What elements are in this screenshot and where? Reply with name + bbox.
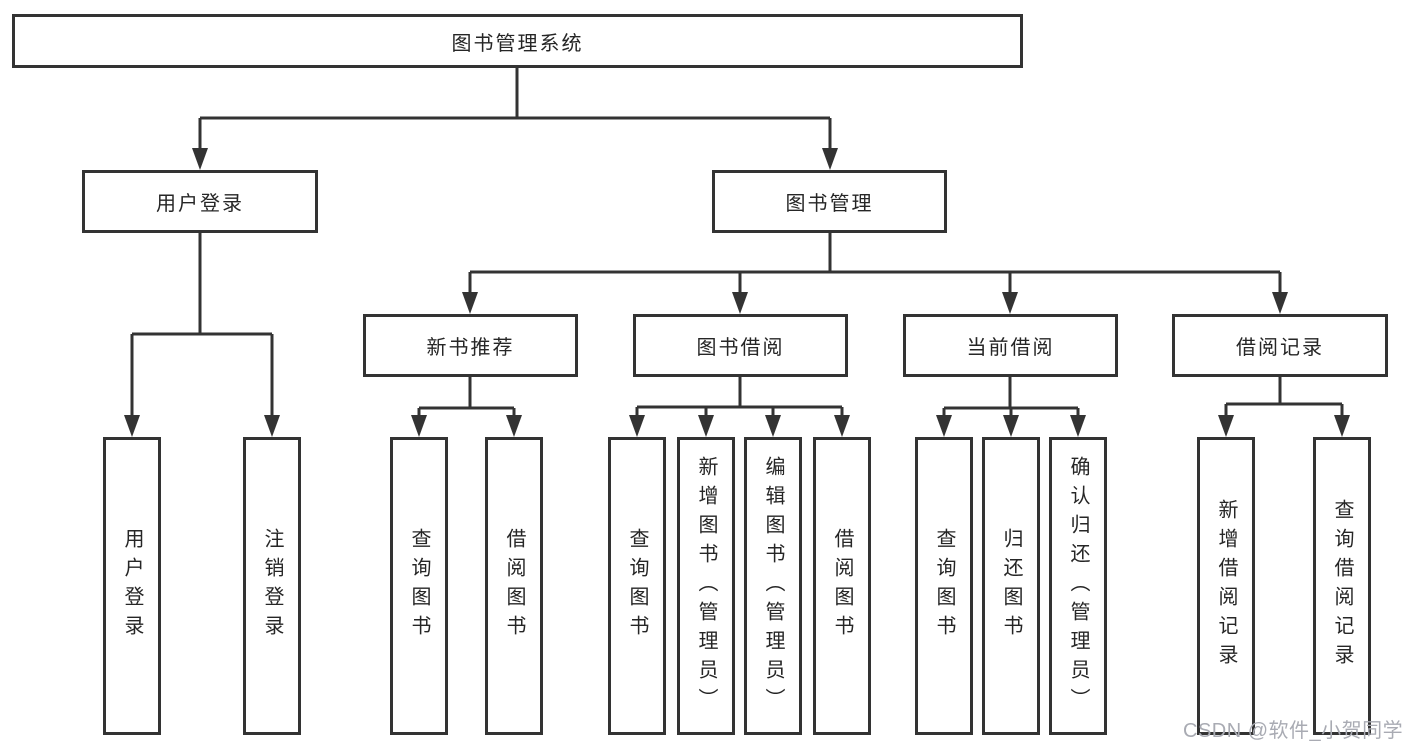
leaf-borrow-add-books-admin: 新增图书（管理员） — [677, 437, 735, 735]
leaf-user-login: 用户登录 — [103, 437, 161, 735]
node-book-borrowing-label: 图书借阅 — [696, 337, 785, 359]
leaf-current-query-books: 查询图书 — [915, 437, 973, 735]
leaf-borrow-add-books-admin-label: 新增图书（管理员） — [695, 455, 717, 717]
connector-book-mgmt-to-level3 — [468, 233, 1282, 294]
connector-book-borrow-branch — [635, 377, 844, 419]
leaf-borrow-borrow-books-label: 借阅图书 — [831, 528, 853, 644]
leaf-newrec-borrow-books-label: 借阅图书 — [503, 528, 525, 644]
arrowhead — [1002, 292, 1018, 314]
leaf-current-confirm-return-admin: 确认归还（管理员） — [1049, 437, 1107, 735]
leaf-records-add-record: 新增借阅记录 — [1197, 437, 1255, 735]
arrowhead — [506, 415, 522, 437]
leaf-current-return-books-label: 归还图书 — [1000, 528, 1022, 644]
node-book-borrowing: 图书借阅 — [633, 314, 848, 377]
arrowhead — [629, 415, 645, 437]
connector-root-to-level2 — [198, 68, 832, 152]
node-root-label: 图书管理系统 — [451, 32, 584, 55]
connector-borrow-record-branch — [1224, 377, 1344, 419]
arrowhead — [1070, 415, 1086, 437]
leaf-records-query-record-label: 查询借阅记录 — [1331, 499, 1353, 673]
watermark: CSDN @软件_小贺同学 — [1183, 720, 1404, 742]
node-current-borrowing-label: 当前借阅 — [966, 337, 1055, 359]
leaf-user-login-label: 用户登录 — [121, 528, 143, 644]
node-borrowing-records: 借阅记录 — [1172, 314, 1388, 377]
node-new-book-recommend-label: 新书推荐 — [426, 337, 515, 359]
arrowhead — [264, 415, 280, 437]
arrowhead — [192, 148, 208, 170]
connector-new-book-branch — [417, 377, 516, 419]
arrowhead — [834, 415, 850, 437]
leaf-borrow-edit-books-admin-label: 编辑图书（管理员） — [762, 455, 784, 717]
arrowhead — [1334, 415, 1350, 437]
arrowhead — [698, 415, 714, 437]
node-book-management-label: 图书管理 — [785, 193, 874, 215]
leaf-borrow-query-books-label: 查询图书 — [626, 528, 648, 644]
leaf-borrow-edit-books-admin: 编辑图书（管理员） — [744, 437, 802, 735]
arrowhead — [124, 415, 140, 437]
arrowhead — [765, 415, 781, 437]
arrowhead — [1003, 415, 1019, 437]
arrowhead — [732, 292, 748, 314]
node-root: 图书管理系统 — [12, 14, 1023, 68]
leaf-logout: 注销登录 — [243, 437, 301, 735]
leaf-records-query-record: 查询借阅记录 — [1313, 437, 1371, 735]
leaf-current-return-books: 归还图书 — [982, 437, 1040, 735]
leaf-newrec-query-books-label: 查询图书 — [408, 528, 430, 644]
node-user-login: 用户登录 — [82, 170, 318, 233]
leaf-borrow-borrow-books: 借阅图书 — [813, 437, 871, 735]
leaf-current-confirm-return-admin-label: 确认归还（管理员） — [1067, 455, 1089, 717]
arrowhead — [1272, 292, 1288, 314]
leaf-current-query-books-label: 查询图书 — [933, 528, 955, 644]
arrowhead — [411, 415, 427, 437]
arrowhead — [822, 148, 838, 170]
arrowhead — [936, 415, 952, 437]
connector-user-login-branch — [130, 233, 274, 419]
connector-current-borrow-branch — [942, 377, 1080, 419]
arrowhead — [1218, 415, 1234, 437]
leaf-borrow-query-books: 查询图书 — [608, 437, 666, 735]
arrowhead — [462, 292, 478, 314]
node-user-login-label: 用户登录 — [156, 193, 244, 215]
leaf-newrec-borrow-books: 借阅图书 — [485, 437, 543, 735]
node-borrowing-records-label: 借阅记录 — [1236, 337, 1324, 359]
node-book-management: 图书管理 — [712, 170, 947, 233]
leaf-records-add-record-label: 新增借阅记录 — [1215, 499, 1237, 673]
leaf-newrec-query-books: 查询图书 — [390, 437, 448, 735]
node-current-borrowing: 当前借阅 — [903, 314, 1118, 377]
node-new-book-recommend: 新书推荐 — [363, 314, 578, 377]
leaf-logout-label: 注销登录 — [261, 528, 283, 644]
